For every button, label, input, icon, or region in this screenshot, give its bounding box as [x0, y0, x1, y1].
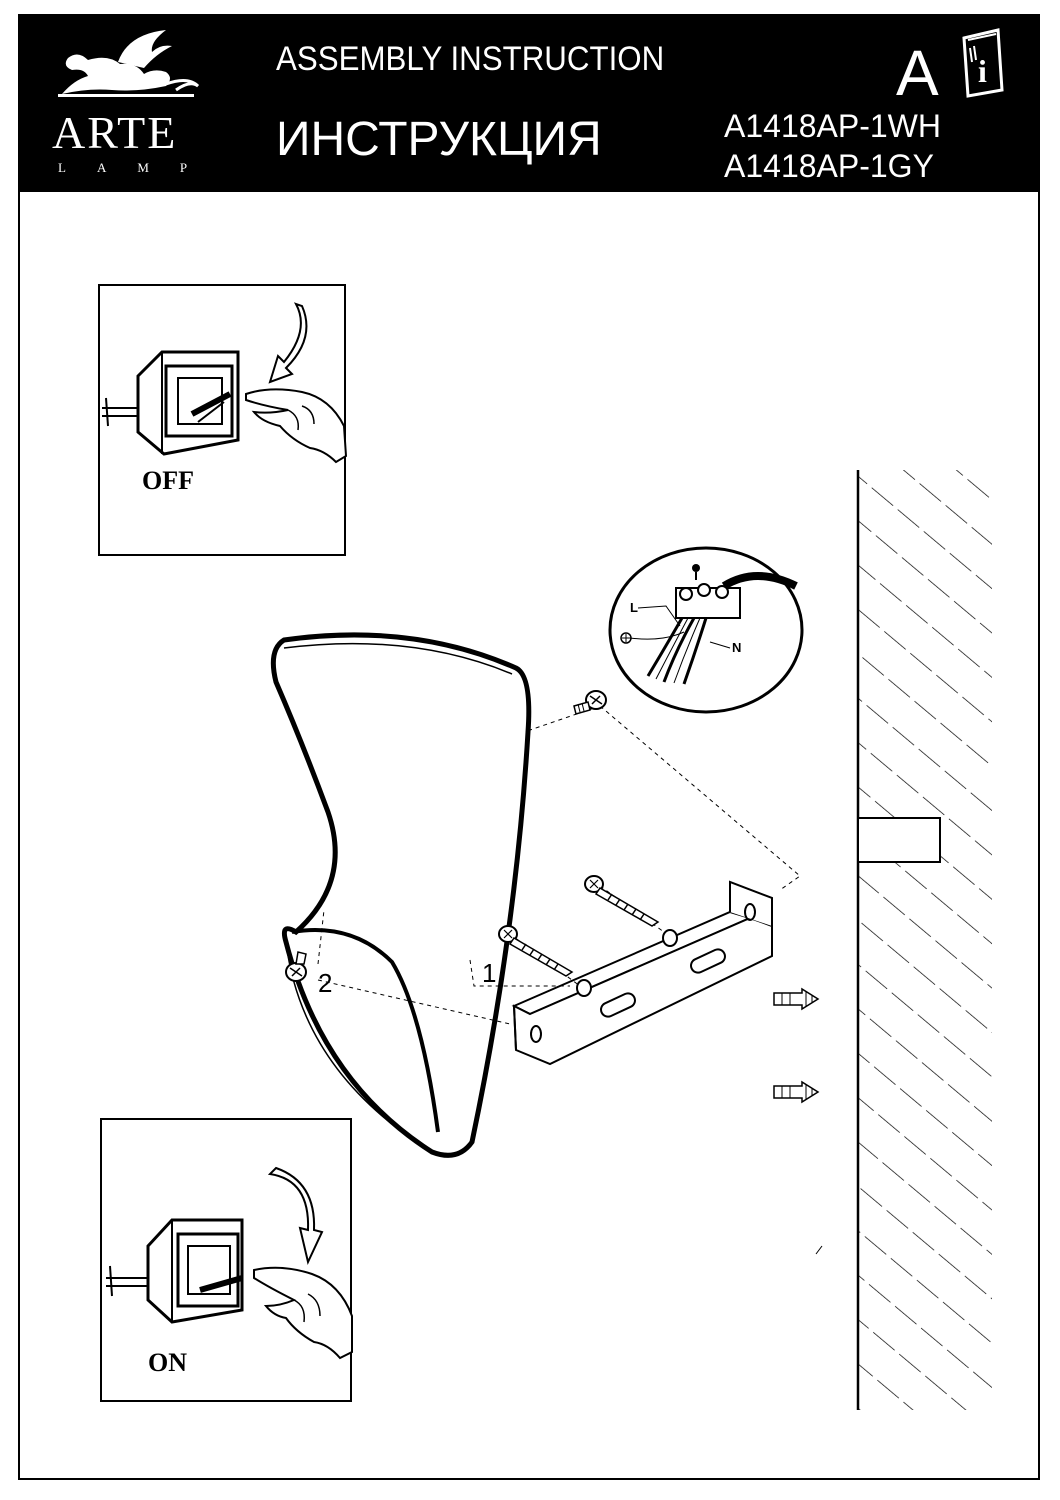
header-bar: [18, 14, 1040, 192]
inset-switch-off: OFF: [98, 284, 348, 556]
brand-subtitle: LAMP: [58, 160, 219, 175]
wall-section: [856, 470, 992, 1410]
wiring-detail: [608, 546, 804, 714]
screw-icon: [285, 951, 307, 982]
switch-off-label: OFF: [142, 466, 194, 495]
stray-mark: [815, 1245, 823, 1255]
screw-icon: [573, 690, 607, 715]
switch-on-label: ON: [148, 1348, 187, 1377]
hand-icon: [253, 1266, 353, 1360]
title-russian: ИНСТРУКЦИЯ: [276, 113, 602, 166]
assembly-guides: [317, 705, 801, 1025]
wall-plug-icon: [773, 1080, 820, 1104]
model-number-gy: A1418AP-1GY: [724, 148, 934, 184]
washer-icon: [576, 979, 592, 997]
lamp-shade: [270, 632, 532, 1158]
long-screw-icon: [584, 875, 660, 927]
svg-text:i: i: [978, 53, 987, 89]
step-1-label: 1: [482, 958, 497, 988]
live-wire-label: L: [630, 600, 638, 615]
washer-icon: [662, 929, 678, 947]
neutral-wire-label: N: [732, 640, 742, 655]
griffin-logo-icon: [58, 30, 200, 97]
model-number-wh: A1418AP-1WH: [724, 108, 941, 144]
title-english: ASSEMBLY INSTRUCTION: [276, 40, 665, 78]
mounting-bracket: [511, 880, 773, 1066]
long-screw-icon: [498, 925, 574, 977]
info-manual-icon: i: [962, 28, 1004, 98]
hand-icon: [245, 388, 348, 464]
wall-switch-icon: [106, 1218, 244, 1324]
step-2-label: 2: [318, 968, 333, 998]
brand-name: ARTE: [52, 107, 178, 158]
curved-arrow-icon: [268, 302, 308, 384]
wall-switch-icon: [102, 350, 240, 456]
curved-arrow-icon: [267, 1166, 324, 1266]
wall-plug-icon: [773, 987, 820, 1011]
document-letter: A: [896, 37, 939, 109]
inset-switch-on: ON: [100, 1118, 353, 1402]
